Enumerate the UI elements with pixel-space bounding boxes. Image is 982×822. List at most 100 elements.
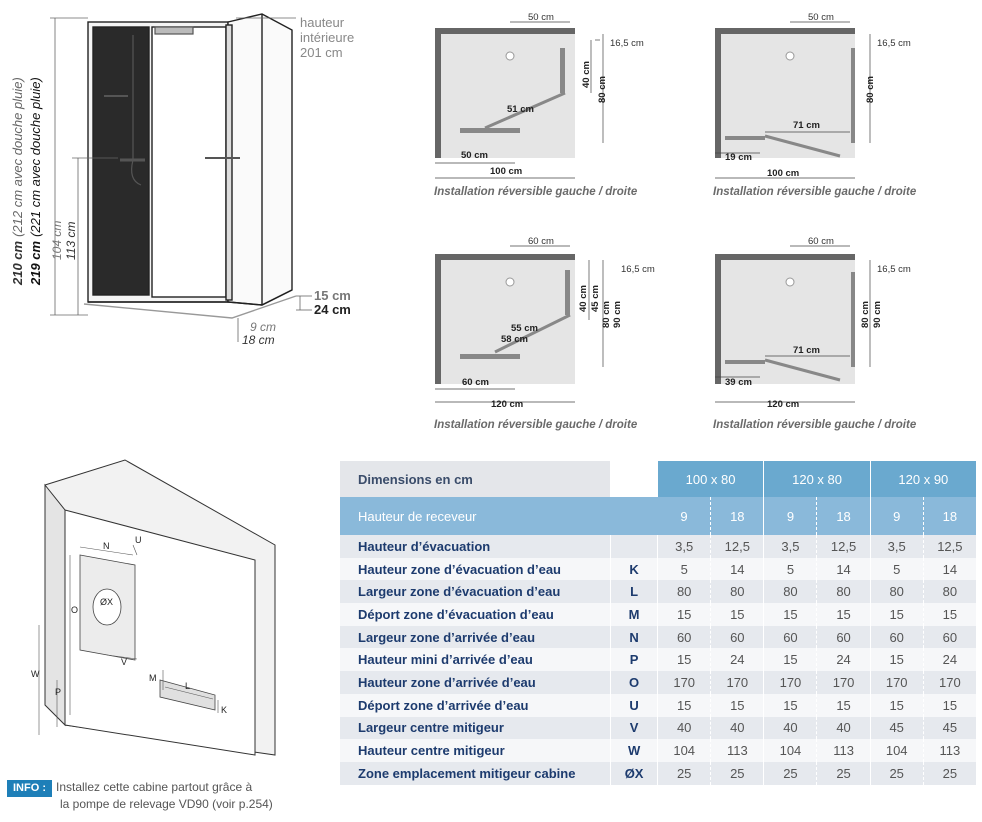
table-cell: 25 (763, 761, 817, 785)
table-cell: 25 (657, 761, 711, 785)
table-cell: 40 (657, 716, 711, 740)
table-header-spacer (610, 461, 658, 497)
info-line-1: Installez cette cabine partout grâce à (56, 780, 253, 794)
plan3-bottom-inner: 60 cm (462, 377, 489, 388)
table-cell: 170 (869, 671, 924, 694)
plan3-right-1: 40 cm (578, 285, 589, 312)
plan3-caption: Installation réversible gauche / droite (434, 419, 638, 431)
table-cell: 60 (869, 625, 924, 649)
table-cell: 40 (816, 716, 871, 740)
table-row-letter: P (609, 648, 658, 672)
table-row-letter: W (609, 739, 658, 762)
table-cell: 113 (922, 739, 976, 762)
table-row-letter: ØX (609, 761, 658, 785)
table-cell: 15 (869, 603, 924, 626)
plan4-bottom-total: 120 cm (767, 399, 799, 410)
table-header-row: Dimensions en cm 100 x 80 120 x 80 120 x… (340, 461, 976, 497)
table-cell: 15 (922, 603, 976, 626)
table-row-letter: K (609, 557, 658, 581)
table-row-label: Hauteur mini d’arrivée d’eau (340, 648, 611, 672)
table-cell: 170 (657, 671, 711, 694)
cabin-h219: 219 cm (28, 240, 43, 286)
table-cell: 45 (869, 716, 924, 740)
table-cell: 113 (816, 739, 871, 762)
plan3-right-2: 45 cm (590, 285, 601, 312)
table-cell: 24 (710, 648, 764, 672)
table-cell: 60 (922, 625, 976, 649)
table-cell: 15 (657, 603, 711, 626)
plan-100x80-rect: 50 cm 16,5 cm 80 cm 71 cm 19 cm 100 cm (715, 12, 911, 179)
table-receveur-label: Hauteur de receveur (340, 497, 658, 535)
table-cell: 14 (816, 557, 871, 581)
table-cell: 80 (816, 580, 871, 604)
plan1-right-2: 80 cm (597, 76, 608, 103)
table-receveur-value: 9 (657, 497, 711, 535)
table-row-label: Hauteur d’évacuation (340, 535, 611, 558)
plan1-right-1: 40 cm (581, 61, 592, 88)
table-row-label: Largeur zone d’arrivée d’eau (340, 625, 611, 649)
table-cell: 15 (657, 693, 711, 717)
svg-text:210 cm(212 cm avec douche plui: 210 cm(212 cm avec douche pluie) (10, 77, 25, 286)
table-cell: 15 (816, 603, 871, 626)
table-cell: 170 (710, 671, 764, 694)
info-badge: INFO : (7, 780, 52, 797)
info-note: INFO : Installez cette cabine partout grâ… (7, 780, 273, 812)
cabin-base15: 15 cm (314, 288, 351, 303)
table-cell: 5 (869, 557, 924, 581)
cabin-height-note-3: 201 cm (300, 45, 343, 60)
table-size-120x90: 120 x 90 (869, 461, 976, 497)
info-line-2: la pompe de relevage VD90 (voir p.254) (60, 797, 273, 811)
cabin-height-note-2: intérieure (300, 30, 354, 45)
table-cell: 80 (922, 580, 976, 604)
cabin-h219-note: (221 cm avec douche pluie) (28, 77, 43, 237)
table-receveur-value: 18 (816, 497, 871, 535)
table-size-120x80: 120 x 80 (763, 461, 871, 497)
table-cell: 25 (710, 761, 764, 785)
table-cell: 15 (763, 693, 817, 717)
wall-label-k: K (221, 705, 227, 715)
table-row-letter (609, 535, 658, 558)
table-cell: 104 (763, 739, 817, 762)
table-receveur-row: Hauteur de receveur 9 18 9 18 9 18 (340, 497, 976, 535)
svg-text:219 cm(221 cm avec douche plui: 219 cm (221 cm avec douche pluie) (28, 77, 43, 286)
table-cell: 15 (763, 648, 817, 672)
table-row-letter: U (609, 693, 658, 717)
plan1-caption: Installation réversible gauche / droite (434, 186, 638, 198)
plan2-bottom-inner: 19 cm (725, 152, 752, 163)
plan1-bottom-inner: 50 cm (461, 150, 488, 161)
wall-label-n: N (103, 541, 110, 551)
plan1-top: 50 cm (528, 12, 554, 23)
table-cell: 45 (922, 716, 976, 740)
cabin-h104: 104 cm (50, 221, 64, 260)
table-row-label: Largeur zone d’évacuation d’eau (340, 580, 611, 604)
table-cell: 170 (816, 671, 871, 694)
plan2-right-1: 80 cm (865, 76, 876, 103)
plan3-diag-a: 55 cm (511, 323, 538, 334)
table-row-letter: N (609, 625, 658, 649)
table-row-label: Largeur centre mitigeur (340, 716, 611, 740)
table-size-100x80: 100 x 80 (657, 461, 764, 497)
plan1-side: 16,5 cm (610, 38, 644, 49)
table-cell: 25 (869, 761, 924, 785)
plan-100x80-corner: 50 cm 16,5 cm 40 cm 80 cm 51 cm 50 cm 10… (435, 12, 644, 179)
table-cell: 15 (922, 693, 976, 717)
table-cell: 60 (657, 625, 711, 649)
table-cell: 5 (657, 557, 711, 581)
plan3-right-3: 80 cm (601, 301, 612, 328)
cabin-height-note-1: hauteur (300, 15, 345, 30)
table-receveur-value: 18 (922, 497, 976, 535)
table-cell: 170 (922, 671, 976, 694)
plan4-right-2: 90 cm (872, 301, 883, 328)
cabin-base18: 18 cm (242, 333, 275, 347)
plan3-side: 16,5 cm (621, 264, 655, 275)
plan3-right-4: 90 cm (612, 301, 623, 328)
plan2-top: 50 cm (808, 12, 834, 23)
table-cell: 15 (869, 693, 924, 717)
table-row-letter: M (609, 603, 658, 626)
